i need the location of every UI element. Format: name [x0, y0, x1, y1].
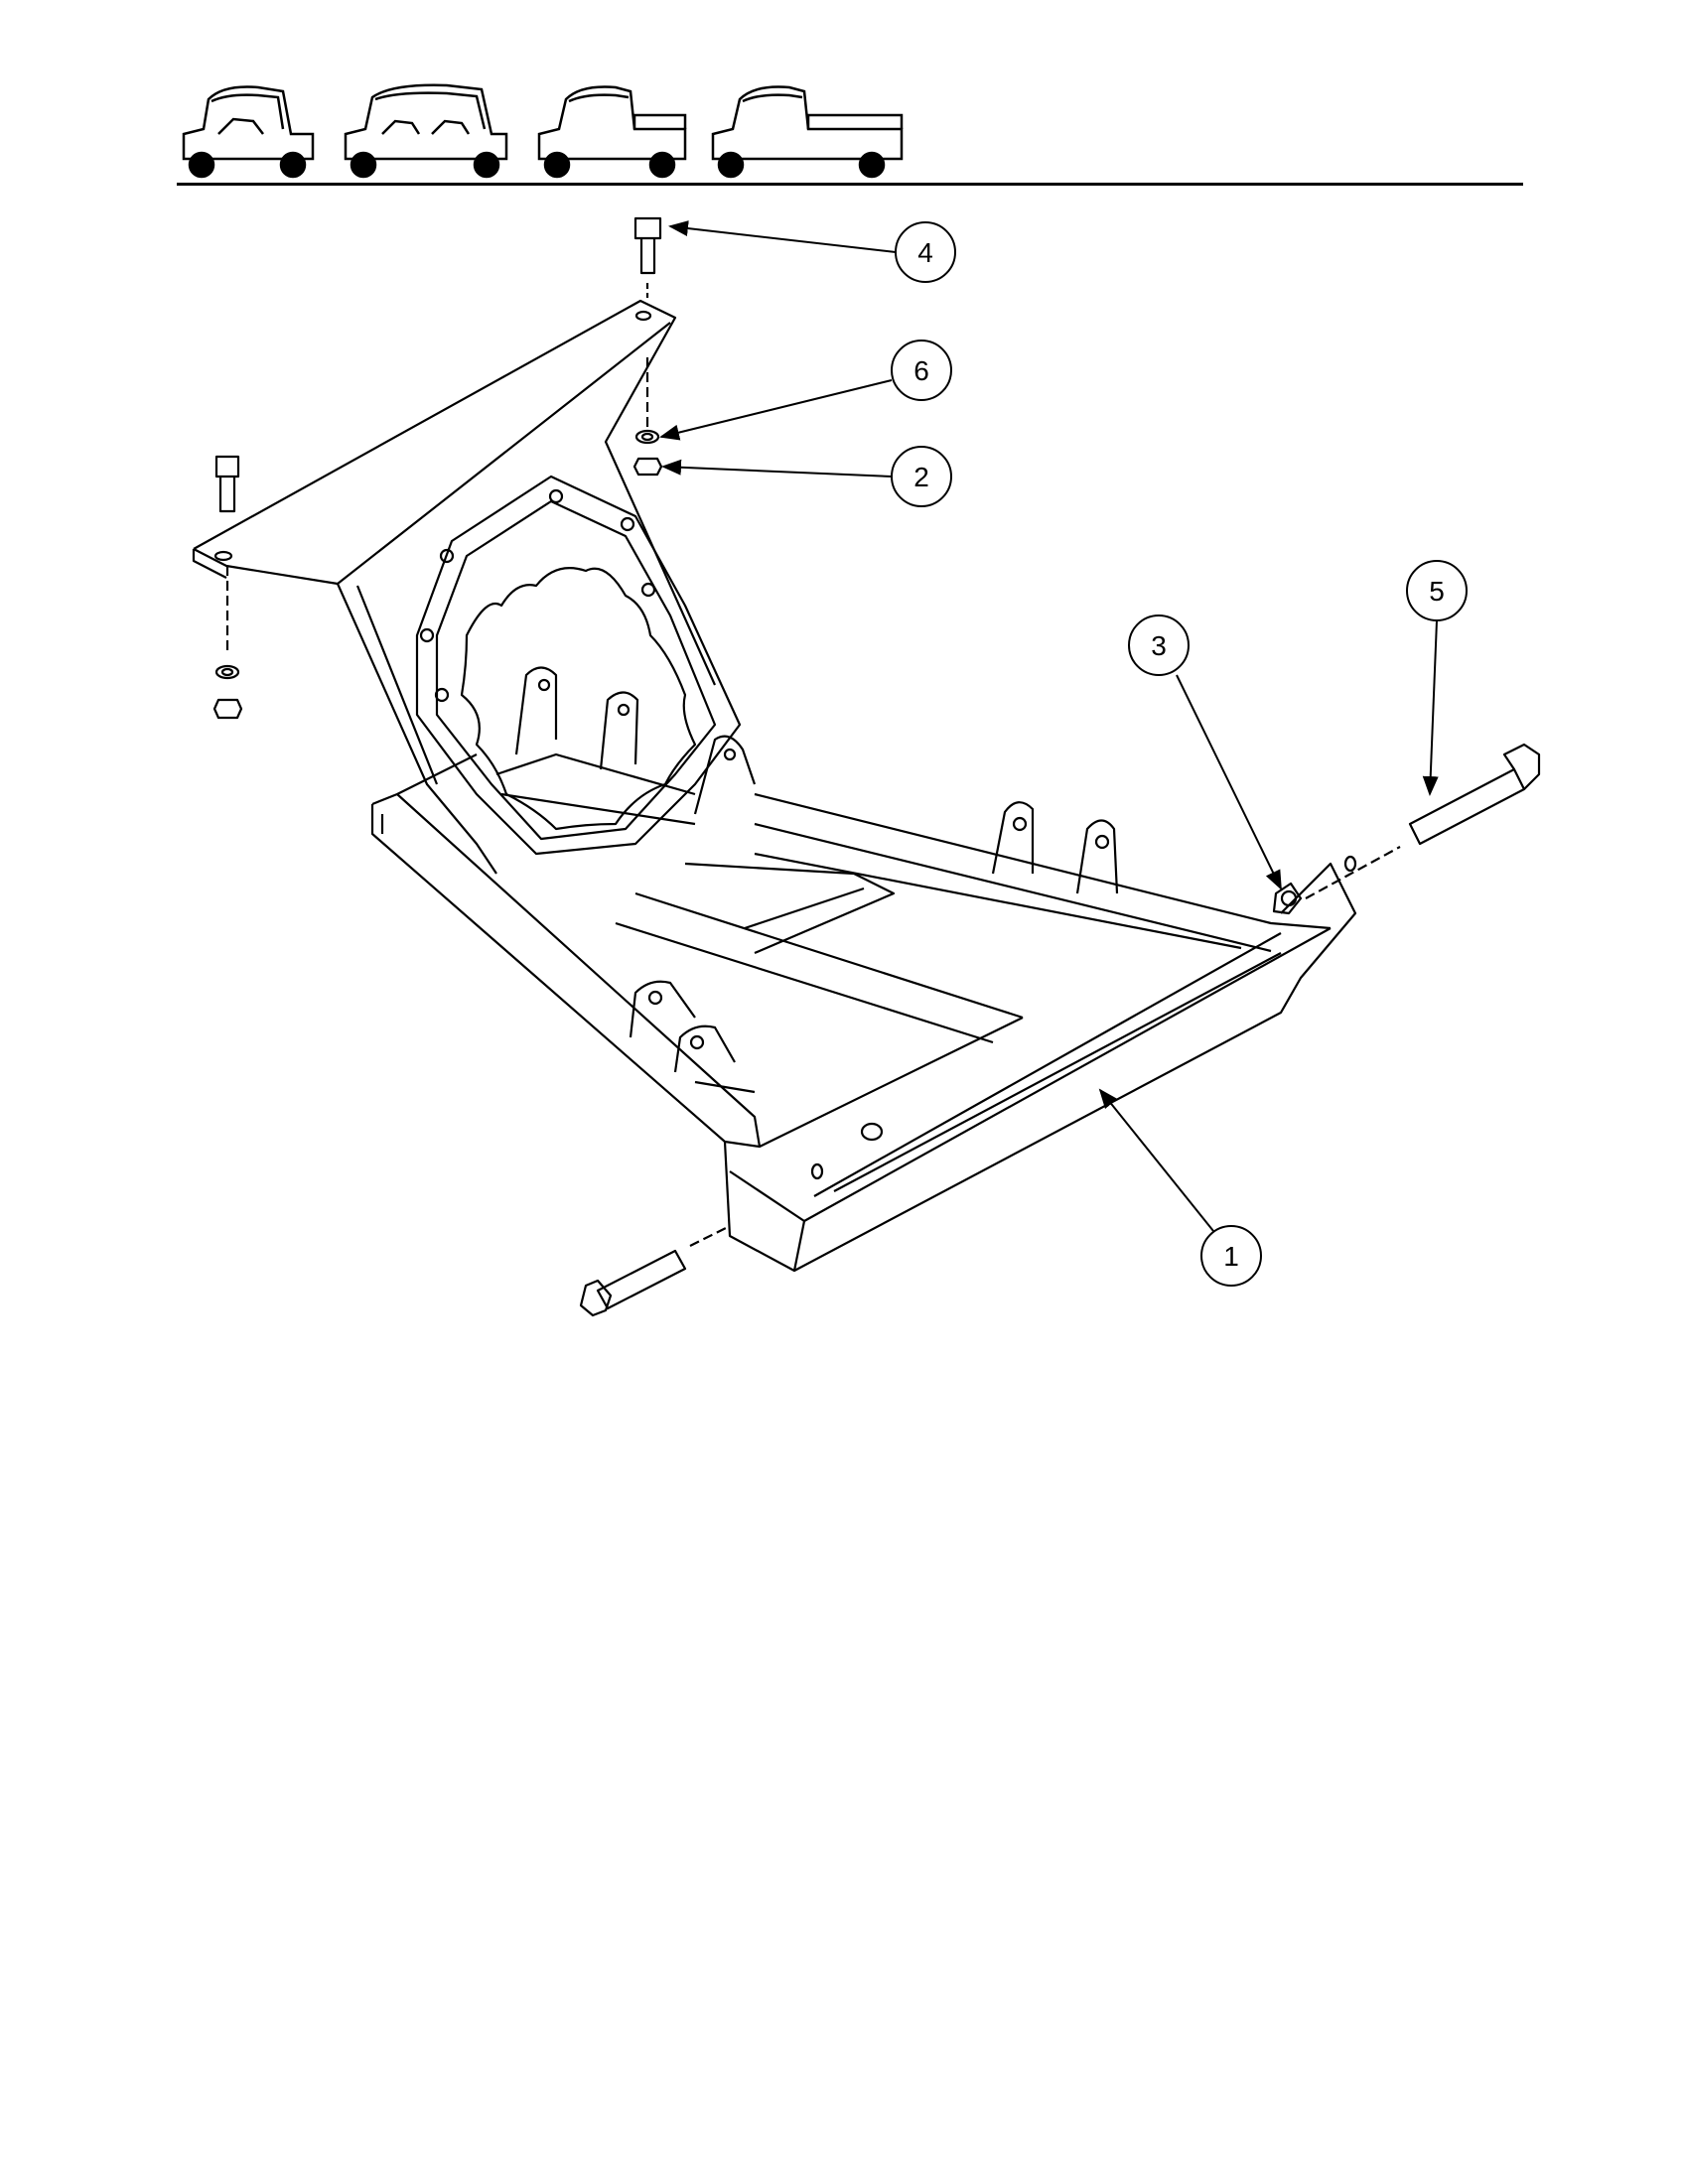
four-seat-vehicle-icon	[344, 83, 508, 179]
header-rule	[177, 183, 1523, 186]
rear-rail-tabs	[991, 801, 1119, 894]
front-rail-tabs	[629, 980, 756, 1094]
callout-4-label: 4	[917, 237, 933, 268]
callout-6: 6	[891, 340, 952, 401]
callout-2: 2	[891, 446, 952, 507]
callout-5-label: 5	[1429, 576, 1445, 607]
leader-lines	[659, 220, 1439, 1232]
callout-4: 4	[895, 221, 956, 283]
right-bolt-hardware	[1272, 743, 1541, 915]
front-cross-tube	[723, 855, 1357, 1273]
left-front-bolt	[579, 1225, 731, 1317]
callout-1-label: 1	[1223, 1241, 1239, 1272]
two-seat-vehicle-icon	[182, 85, 315, 179]
short-bed-vehicle-icon	[537, 85, 687, 179]
inner-mount-tabs	[495, 666, 757, 826]
callout-5: 5	[1406, 560, 1468, 621]
vehicle-model-icons	[182, 83, 904, 179]
callout-3: 3	[1128, 614, 1190, 676]
motor-mount-plate	[415, 475, 742, 856]
left-bolt-hardware	[212, 455, 243, 720]
upper-mount-bracket	[192, 299, 717, 875]
top-bolt-hardware	[632, 216, 663, 477]
callout-2-label: 2	[913, 462, 929, 492]
callout-3-label: 3	[1151, 630, 1167, 661]
callout-1: 1	[1200, 1225, 1262, 1287]
long-bed-vehicle-icon	[711, 85, 904, 179]
main-frame	[370, 753, 1332, 1149]
callout-6-label: 6	[913, 355, 929, 386]
